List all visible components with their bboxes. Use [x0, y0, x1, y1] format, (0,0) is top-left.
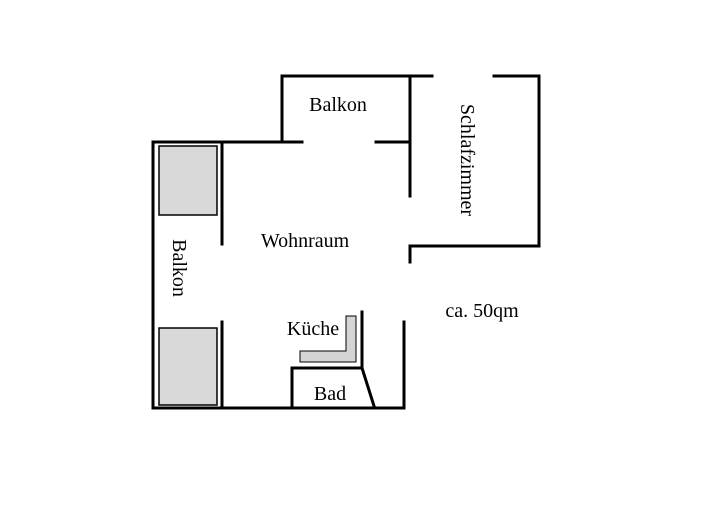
room-label-balkon-top: Balkon — [309, 94, 367, 116]
balcony-window-top — [158, 145, 218, 216]
area-label: ca. 50qm — [445, 300, 519, 322]
bath-door — [360, 366, 376, 408]
walls — [151, 74, 541, 410]
room-label-kueche: Küche — [287, 318, 339, 340]
room-label-bad: Bad — [314, 383, 346, 405]
room-label-wohnraum: Wohnraum — [261, 230, 350, 252]
kitchen-counter — [299, 315, 357, 363]
room-label-balkon-left: Balkon — [168, 239, 190, 297]
room-label-schlafzimmer: Schlafzimmer — [456, 104, 478, 217]
balcony-window-bottom — [158, 327, 218, 406]
